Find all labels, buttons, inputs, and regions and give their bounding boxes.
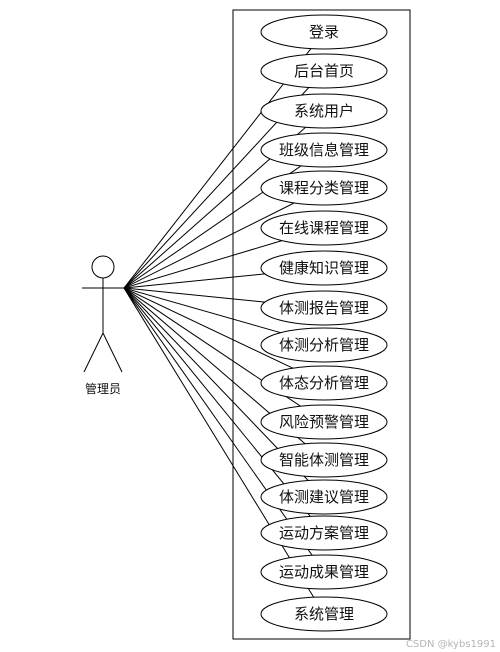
actor-right-leg bbox=[102, 332, 123, 373]
use-case-label: 系统用户 bbox=[294, 102, 354, 120]
use-case: 系统管理 bbox=[260, 596, 388, 632]
use-case-label: 体测分析管理 bbox=[279, 336, 369, 354]
use-case: 智能体测管理 bbox=[260, 442, 388, 478]
actor-head bbox=[91, 255, 115, 279]
use-case: 班级信息管理 bbox=[260, 132, 388, 168]
use-case-ellipse bbox=[260, 327, 388, 363]
use-case: 体态分析管理 bbox=[260, 365, 388, 401]
use-case: 在线课程管理 bbox=[260, 210, 388, 246]
use-case-ellipse bbox=[260, 132, 388, 168]
association-line bbox=[123, 287, 265, 303]
use-case-label: 课程分类管理 bbox=[279, 179, 369, 197]
use-case-ellipse bbox=[260, 170, 388, 206]
use-case-label: 运动方案管理 bbox=[279, 524, 369, 542]
actor-figure: 管理员 bbox=[82, 255, 124, 396]
use-case-list: 登录后台首页系统用户班级信息管理课程分类管理在线课程管理健康知识管理体测报告管理… bbox=[260, 14, 388, 632]
use-case: 后台首页 bbox=[260, 53, 388, 89]
use-case: 体测分析管理 bbox=[260, 327, 388, 363]
use-case-ellipse bbox=[260, 290, 388, 326]
use-case-ellipse bbox=[260, 442, 388, 478]
use-case-ellipse bbox=[260, 53, 388, 89]
use-case: 体测报告管理 bbox=[260, 290, 388, 326]
association-line bbox=[123, 287, 294, 369]
use-case-ellipse bbox=[260, 210, 388, 246]
association-line bbox=[123, 287, 311, 517]
use-case: 风险预警管理 bbox=[260, 404, 388, 440]
use-case-label: 体测报告管理 bbox=[279, 299, 369, 317]
system-boundary bbox=[232, 9, 411, 640]
association-line bbox=[123, 48, 312, 289]
association-line bbox=[123, 202, 295, 289]
use-case-label: 后台首页 bbox=[294, 62, 354, 80]
use-case: 课程分类管理 bbox=[260, 170, 388, 206]
use-case: 健康知识管理 bbox=[260, 250, 388, 286]
use-case: 系统用户 bbox=[260, 93, 388, 129]
use-case-label: 体态分析管理 bbox=[279, 374, 369, 392]
use-case-ellipse bbox=[260, 515, 388, 551]
use-case-ellipse bbox=[260, 365, 388, 401]
use-case-label: 系统管理 bbox=[294, 605, 354, 623]
use-case-ellipse bbox=[260, 404, 388, 440]
use-case: 体测建议管理 bbox=[260, 479, 388, 515]
use-case-label: 风险预警管理 bbox=[279, 413, 369, 431]
use-case-ellipse bbox=[260, 14, 388, 50]
use-case-ellipse bbox=[260, 93, 388, 129]
actor-left-leg bbox=[83, 332, 104, 373]
association-lines bbox=[123, 48, 315, 598]
use-case-ellipse bbox=[260, 596, 388, 632]
use-case: 运动方案管理 bbox=[260, 515, 388, 551]
use-case-label: 运动成果管理 bbox=[279, 563, 369, 581]
use-case-label: 登录 bbox=[309, 23, 339, 41]
use-case-label: 体测建议管理 bbox=[279, 488, 369, 506]
use-case-label: 健康知识管理 bbox=[279, 259, 369, 277]
association-line bbox=[123, 287, 281, 334]
association-line bbox=[123, 273, 265, 289]
use-case-label: 班级信息管理 bbox=[279, 141, 369, 159]
use-case: 运动成果管理 bbox=[260, 554, 388, 590]
association-line bbox=[123, 240, 283, 289]
use-case-ellipse bbox=[260, 479, 388, 515]
use-case: 登录 bbox=[260, 14, 388, 50]
actor-label: 管理员 bbox=[85, 381, 121, 396]
use-case-ellipse bbox=[260, 250, 388, 286]
watermark: CSDN @kybs1991 bbox=[405, 639, 496, 650]
use-case-label: 智能体测管理 bbox=[279, 451, 369, 469]
association-line bbox=[123, 287, 313, 556]
use-case-ellipse bbox=[260, 554, 388, 590]
use-case-label: 在线课程管理 bbox=[279, 219, 369, 237]
